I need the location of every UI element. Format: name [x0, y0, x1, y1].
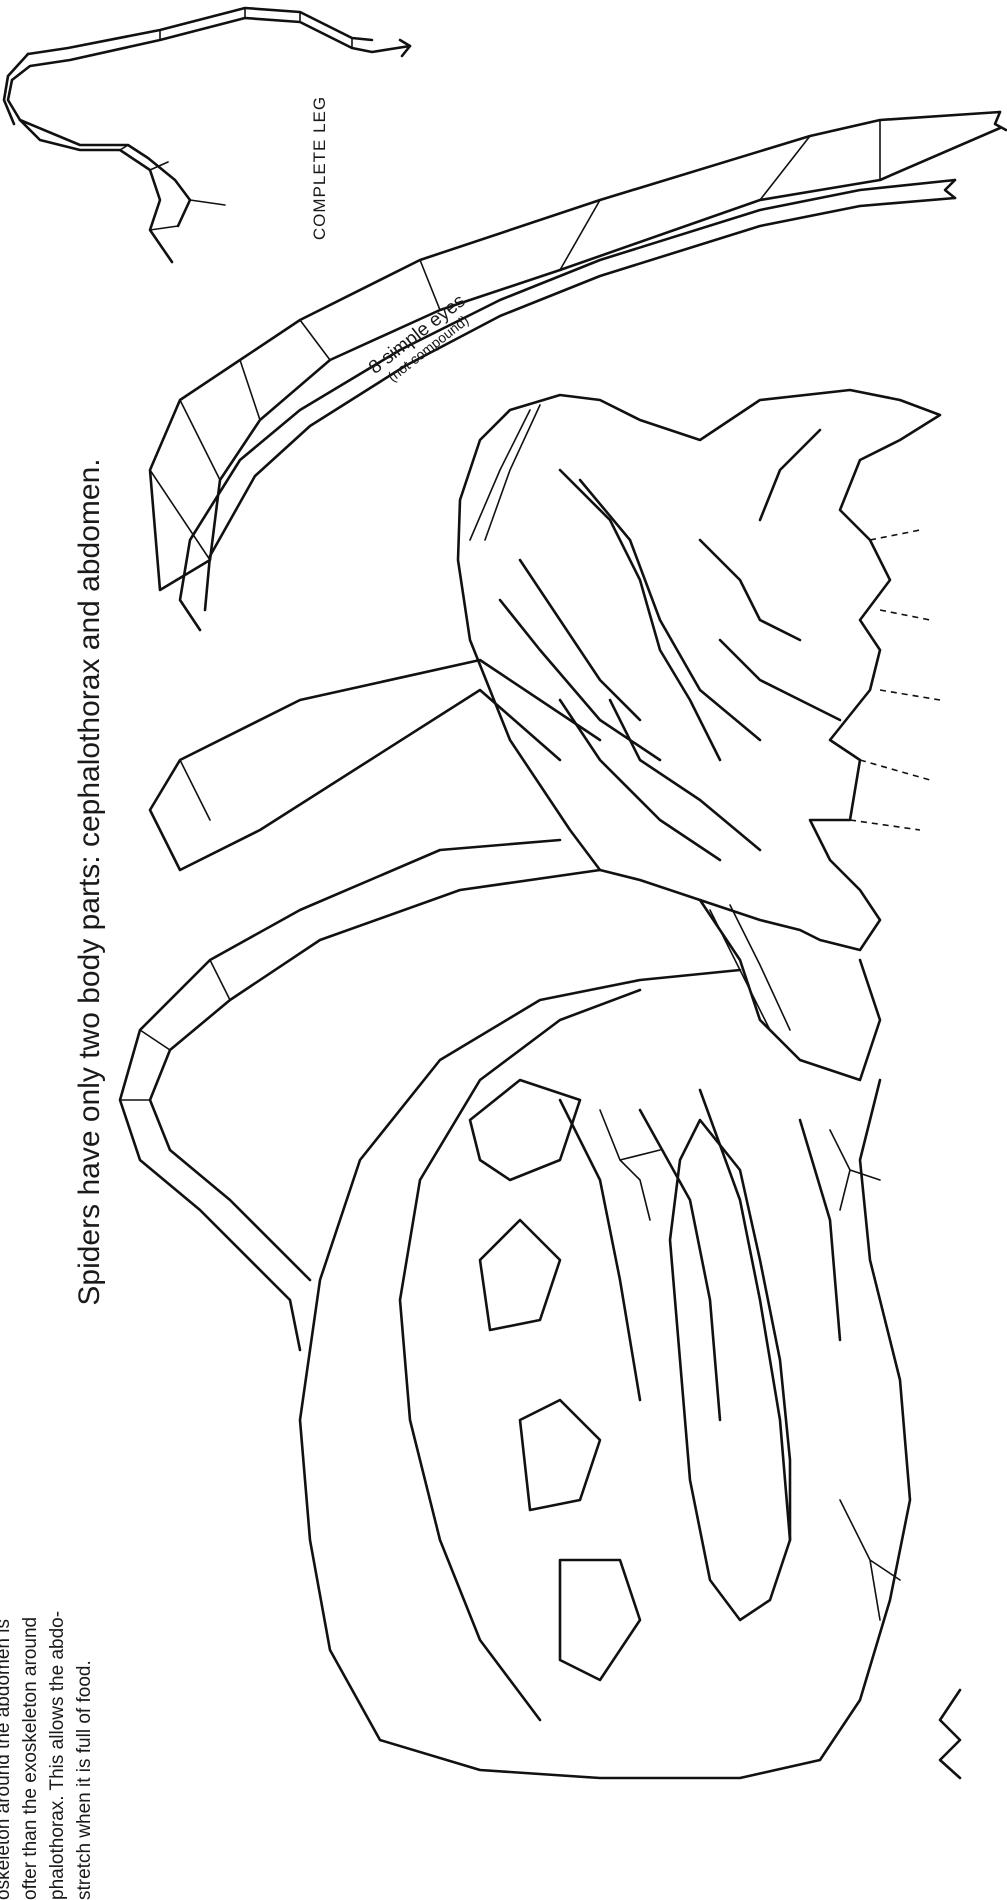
complete-leg-label: COMPLETE LEG: [310, 68, 330, 268]
page-title: Spiders have only two body parts: cephal…: [70, 382, 110, 1382]
abdomen: [300, 970, 960, 1778]
spider-drawing: [0, 0, 1007, 1784]
exoskeleton-note: oskeleton around the abdomen is ofter th…: [0, 1380, 110, 1900]
exoskeleton-note-line: ofter than the exoskeleton around: [17, 1380, 44, 1900]
complete-leg-drawing: [4, 8, 410, 262]
spider-diagram: Spiders have only two body parts: cephal…: [0, 0, 1007, 1784]
spider-legs: [120, 112, 1006, 1350]
exoskeleton-note-line: oskeleton around the abdomen is: [0, 1380, 17, 1900]
exoskeleton-note-line: stretch when it is full of food.: [71, 1380, 98, 1900]
cephalothorax: [458, 390, 940, 950]
exoskeleton-note-line: phalothorax. This allows the abdo-: [44, 1380, 71, 1900]
